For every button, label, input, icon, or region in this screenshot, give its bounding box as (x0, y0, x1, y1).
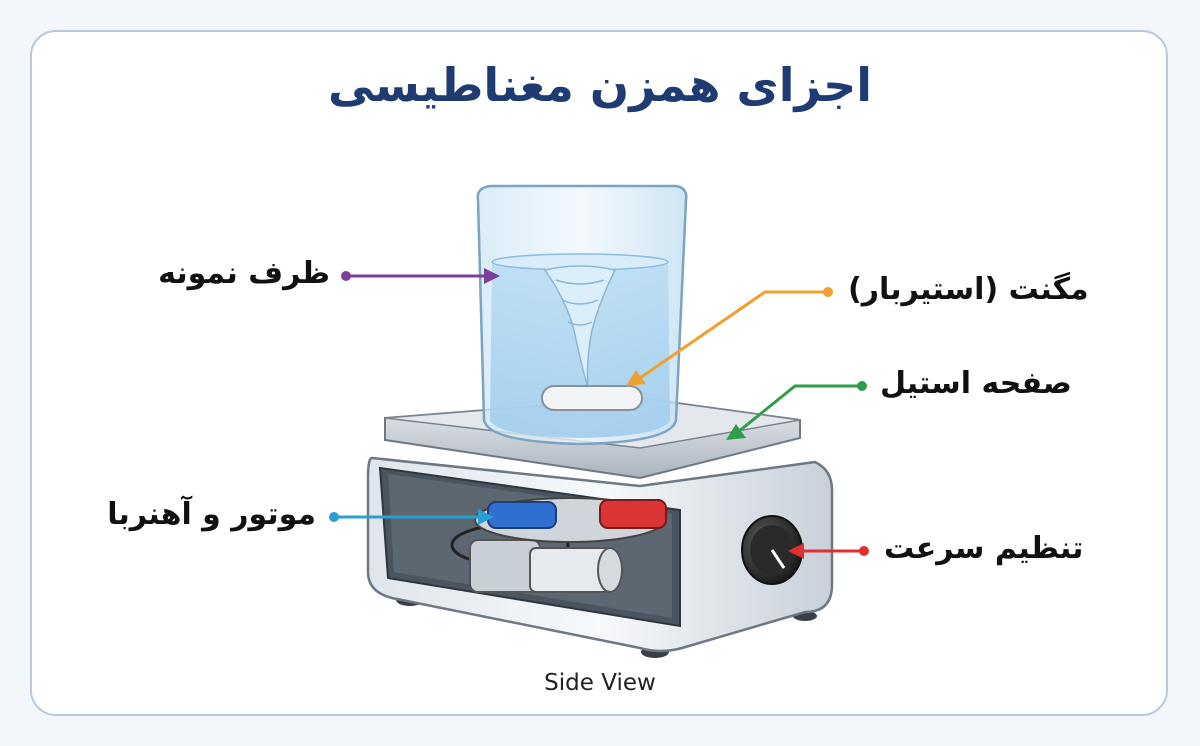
diagram-title: اجزای همزن مغناطیسی (327, 58, 873, 112)
label-magnet-stirbar: مگنت (استیربار) (848, 272, 1089, 307)
pointer-speed-control (788, 543, 869, 559)
label-speed-control: تنظیم سرعت (884, 531, 1084, 566)
caption-side-view: Side View (544, 670, 656, 696)
beaker (476, 184, 688, 446)
pointer-steel-plate (726, 381, 867, 440)
label-motor-magnet: موتور و آهنربا (107, 497, 316, 532)
label-steel-plate: صفحه استیل (880, 366, 1072, 401)
pointer-sample-container (341, 268, 500, 284)
pointer-motor-magnet (329, 509, 494, 525)
motor-assembly (450, 497, 667, 593)
pointer-stirbar (626, 287, 833, 386)
label-sample-container: ظرف نمونه (158, 256, 330, 291)
